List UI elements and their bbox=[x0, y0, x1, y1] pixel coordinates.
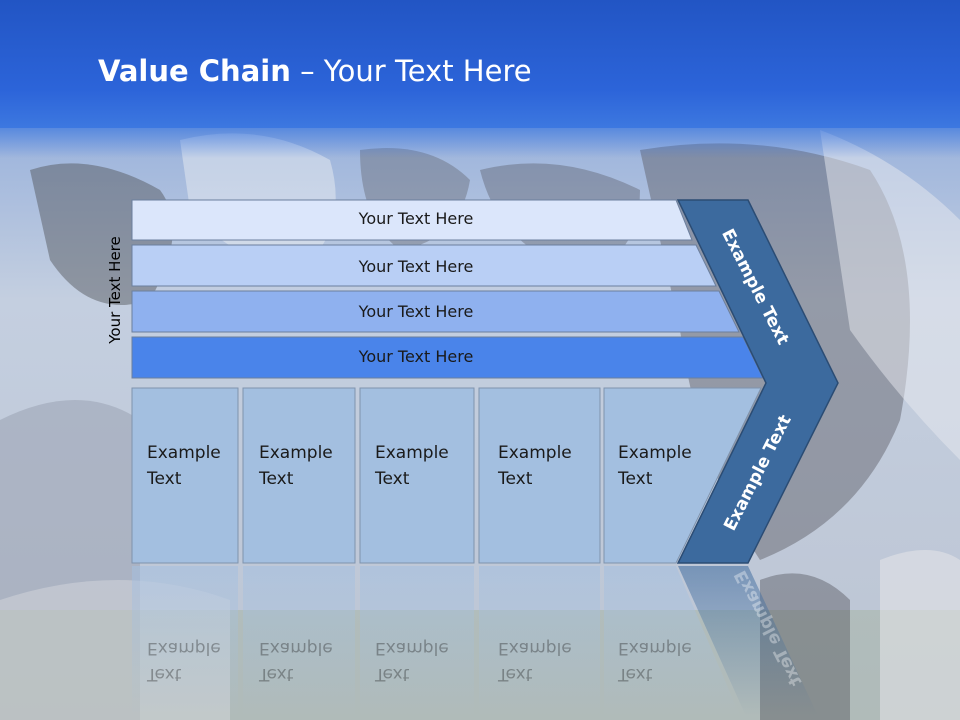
cell-5 bbox=[603, 387, 762, 564]
bar-2-label: Your Text Here bbox=[358, 257, 474, 276]
header-band bbox=[0, 0, 960, 128]
header-fade bbox=[0, 128, 960, 158]
cell-4 bbox=[478, 387, 601, 564]
cell-2 bbox=[242, 387, 356, 564]
bar-4-label: Your Text Here bbox=[358, 347, 474, 366]
cell-1-reflection bbox=[132, 566, 238, 716]
cell-3 bbox=[359, 387, 475, 564]
bar-1 bbox=[131, 199, 693, 241]
cell-5-reflection bbox=[604, 566, 740, 716]
bar-3-label: Your Text Here bbox=[358, 302, 474, 321]
bar-2 bbox=[131, 244, 717, 287]
title-bold: Value Chain bbox=[98, 54, 291, 88]
cell-1 bbox=[131, 387, 239, 564]
slide-title: Value Chain – Your Text Here bbox=[98, 54, 532, 88]
cell-4-reflection bbox=[479, 566, 600, 716]
bar-3 bbox=[131, 290, 740, 333]
chevron-reflection bbox=[678, 566, 818, 716]
chevron bbox=[676, 199, 839, 564]
cell-3-reflection bbox=[360, 566, 474, 716]
cell-2-reflection bbox=[243, 566, 355, 716]
bar-1-label: Your Text Here bbox=[358, 209, 474, 228]
chevron-reflection-text: Example Text bbox=[730, 566, 807, 690]
title-rest: – Your Text Here bbox=[290, 54, 532, 88]
